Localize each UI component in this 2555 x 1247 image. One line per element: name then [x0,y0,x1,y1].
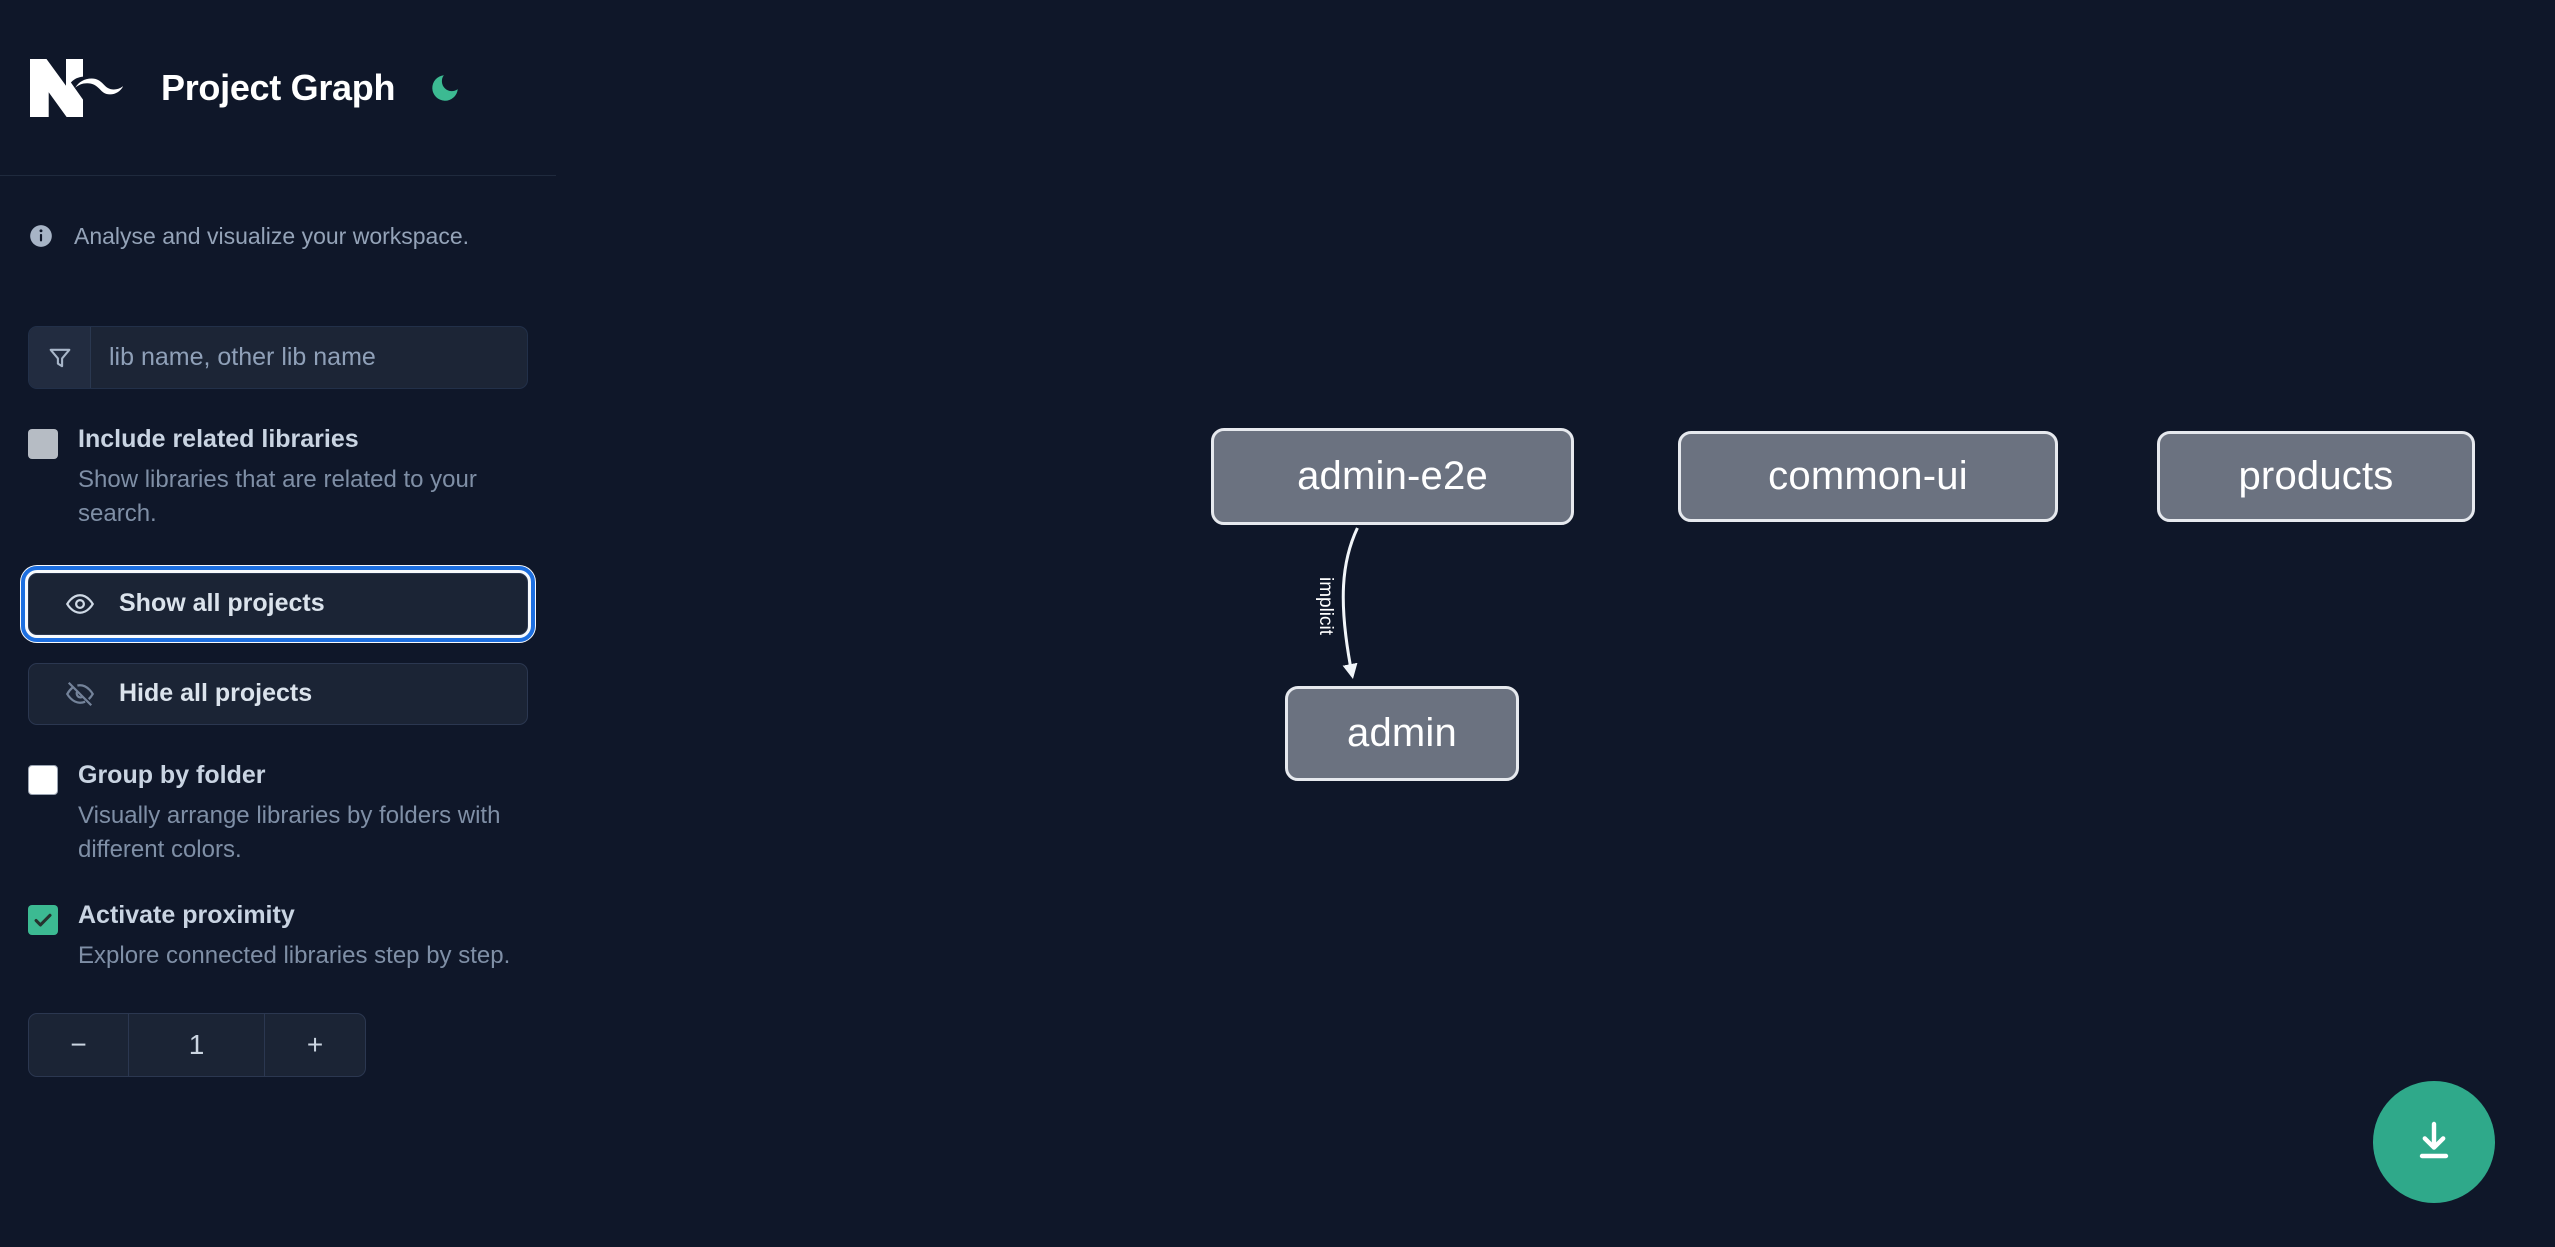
sidebar-header: Project Graph [0,0,556,176]
option-label: Include related libraries [78,425,359,453]
tagline-text: Analyse and visualize your workspace. [74,222,470,249]
graph-node-common-ui[interactable]: common-ui [1678,431,2058,522]
info-icon [28,223,54,249]
visibility-buttons: Show all projects Hide all projects [21,565,535,725]
option-include-related-libraries[interactable]: Include related libraries Show libraries… [28,425,528,531]
filter-funnel-icon [29,327,91,388]
graph-edges [1341,527,1359,679]
eye-icon [63,587,97,621]
option-group-by-folder[interactable]: Group by folder Visually arrange librari… [28,761,528,867]
proximity-stepper[interactable]: − 1 + [28,1012,366,1077]
graph-node-label: admin [1347,711,1457,755]
nx-logo-icon [28,57,123,119]
tagline: Analyse and visualize your workspace. [0,176,556,260]
search-field[interactable] [28,326,528,389]
edge-admin-e2e-admin [1341,527,1359,679]
show-all-projects-label: Show all projects [119,589,325,618]
option-activate-proximity[interactable]: Activate proximity Explore connected lib… [28,901,528,973]
stepper-value: 1 [129,1013,265,1076]
checkbox-include-related-libraries[interactable] [28,429,58,459]
sidebar: Project Graph Analyse and visualize your… [0,0,556,1247]
graph-node-admin-e2e[interactable]: admin-e2e [1211,428,1574,525]
checkbox-group-by-folder[interactable] [28,764,58,795]
moon-icon[interactable] [425,68,465,108]
graph-node-products[interactable]: products [2157,431,2475,522]
hide-all-projects-label: Hide all projects [119,679,313,708]
search-input[interactable] [91,327,527,388]
sidebar-body: Include related libraries Show libraries… [0,326,556,1077]
option-label: Activate proximity [78,900,295,929]
download-icon [2419,1121,2449,1159]
download-graph-button[interactable] [2373,1081,2495,1203]
graph-node-label: admin-e2e [1297,454,1488,498]
hide-all-projects-button[interactable]: Hide all projects [28,662,528,725]
option-description: Visually arrange libraries by folders wi… [78,801,501,863]
option-description: Show libraries that are related to your … [78,465,477,527]
graph-canvas[interactable]: admin-e2e common-ui products store-e2e a… [556,0,2555,1247]
graph-node-admin[interactable]: admin [1285,686,1519,781]
checkbox-activate-proximity[interactable] [28,904,58,935]
stepper-increment-button[interactable]: + [306,1028,324,1060]
graph-node-label: products [2238,454,2394,498]
stepper-decrement-button[interactable]: − [29,1013,129,1076]
page-title: Project Graph [161,66,396,108]
option-label: Group by folder [78,760,266,789]
graph-node-label: common-ui [1768,454,1968,498]
show-all-projects-button[interactable]: Show all projects [21,565,535,642]
option-description: Explore connected libraries step by step… [78,941,511,969]
eye-off-icon [63,677,97,711]
